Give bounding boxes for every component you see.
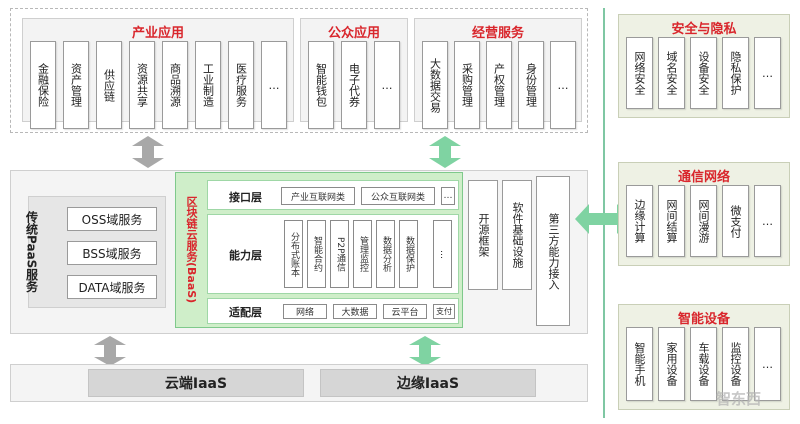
- traditional-paas-title: 传统PaaS服务: [24, 211, 39, 293]
- oss-domain-service: OSS域服务: [67, 207, 157, 231]
- svc-more-business: …: [550, 41, 576, 129]
- business-service-title: 经营服务: [471, 26, 524, 41]
- smartphone: 智能手机: [626, 327, 653, 401]
- p2p-communication: P2P通信: [330, 220, 349, 288]
- bss-domain-service: BSS域服务: [67, 241, 157, 265]
- arrow-bottom-green: [409, 336, 441, 366]
- industry-application-group: 产业应用 金融保险 资产管理 供应链 资源共享 商品溯源 工业制造 医疗服务 …: [22, 18, 294, 129]
- watermark-logo: 智东西: [716, 390, 762, 408]
- app-supply-chain: 供应链: [96, 41, 122, 129]
- security-privacy-panel: 安全与隐私 网络安全 域名安全 设备安全 隐私保护 …: [618, 14, 790, 118]
- adapter-cloud-platform: 云平台: [383, 304, 427, 319]
- inter-network-settlement: 网间结算: [658, 185, 685, 257]
- app-product-tracing: 商品溯源: [162, 41, 188, 129]
- smart-devices-title: 智能设备: [677, 312, 730, 327]
- svc-big-data-trading: 大数据交易: [422, 41, 448, 129]
- app-finance-insurance: 金融保险: [30, 41, 56, 129]
- software-infrastructure: 软件基础设施: [502, 180, 532, 290]
- public-application-group: 公众应用 智能钱包 电子代券 …: [300, 18, 408, 129]
- svc-property-rights-management: 产权管理: [486, 41, 512, 129]
- baas-title: 区块链云服务(BaaS): [185, 196, 198, 304]
- data-analysis: 数据分析: [376, 220, 395, 288]
- edge-iaas: 边缘IaaS: [320, 369, 536, 397]
- business-service-group: 经营服务 大数据交易 采购管理 产权管理 身份管理 …: [414, 18, 582, 129]
- capability-more: …: [433, 220, 452, 288]
- edge-computing: 边缘计算: [626, 185, 653, 257]
- public-application-title: 公众应用: [327, 26, 380, 41]
- smart-contract: 智能合约: [307, 220, 326, 288]
- third-party-capability-access: 第三方能力接入: [536, 176, 570, 326]
- app-medical-service: 医疗服务: [228, 41, 254, 129]
- data-protection: 数据保护: [399, 220, 418, 288]
- management-monitoring: 管理监控: [353, 220, 372, 288]
- inter-network-roaming: 网间漫游: [690, 185, 717, 257]
- open-source-framework: 开源框架: [468, 180, 498, 290]
- devices-more: …: [754, 327, 781, 401]
- svc-procurement-management: 采购管理: [454, 41, 480, 129]
- app-industrial-manufacturing: 工业制造: [195, 41, 221, 129]
- app-more-public: …: [374, 41, 400, 129]
- arrow-top-grey: [132, 136, 164, 168]
- security-more: …: [754, 37, 781, 109]
- arrow-horizontal-green: [575, 204, 631, 234]
- arrow-bottom-grey: [94, 336, 126, 366]
- privacy-protection: 隐私保护: [722, 37, 749, 109]
- app-smart-wallet: 智能钱包: [308, 41, 334, 129]
- distributed-ledger: 分布式账本: [284, 220, 303, 288]
- interface-more: …: [441, 187, 455, 205]
- micropayment: 微支付: [722, 185, 749, 257]
- monitoring-device: 监控设备: [722, 327, 749, 401]
- app-resource-sharing: 资源共享: [129, 41, 155, 129]
- interface-layer-label: 接口层: [229, 191, 262, 204]
- adapter-network: 网络: [283, 304, 327, 319]
- smart-devices-panel: 智能设备 智能手机 家用设备 车载设备 监控设备 …: [618, 304, 790, 410]
- industrial-internet-category: 产业互联网类: [281, 187, 355, 205]
- security-privacy-title: 安全与隐私: [671, 22, 737, 37]
- communication-network-panel: 通信网络 边缘计算 网间结算 网间漫游 微支付 …: [618, 162, 790, 266]
- app-more-industry: …: [261, 41, 287, 129]
- data-domain-service: DATA域服务: [67, 275, 157, 299]
- adapter-big-data: 大数据: [333, 304, 377, 319]
- app-e-voucher: 电子代券: [341, 41, 367, 129]
- app-asset-management: 资产管理: [63, 41, 89, 129]
- svc-identity-management: 身份管理: [518, 41, 544, 129]
- network-security: 网络安全: [626, 37, 653, 109]
- communication-network-title: 通信网络: [677, 170, 730, 185]
- vehicle-device: 车载设备: [690, 327, 717, 401]
- home-device: 家用设备: [658, 327, 685, 401]
- network-more: …: [754, 185, 781, 257]
- capability-layer-label: 能力层: [229, 249, 262, 262]
- industry-application-title: 产业应用: [131, 26, 184, 41]
- arrow-top-green: [429, 136, 461, 168]
- public-internet-category: 公众互联网类: [361, 187, 435, 205]
- device-security: 设备安全: [690, 37, 717, 109]
- adapter-layer-label: 适配层: [229, 306, 262, 319]
- adapter-payment: 支付: [433, 304, 455, 319]
- domain-security: 域名安全: [658, 37, 685, 109]
- cloud-iaas: 云端IaaS: [88, 369, 304, 397]
